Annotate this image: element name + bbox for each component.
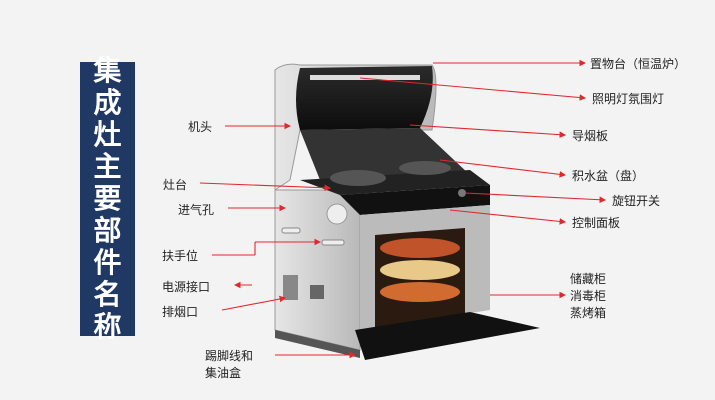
label-power: 电源接口 — [162, 280, 211, 294]
handle-bar-front — [321, 239, 345, 246]
title-char: 要 — [93, 182, 122, 215]
food-tray-1 — [380, 238, 460, 258]
hood-glass-panel — [296, 66, 433, 130]
air-inlet-gauge — [326, 203, 348, 225]
burner-right — [399, 161, 451, 175]
label-oven: 蒸烤箱 — [570, 306, 607, 320]
kick-line — [275, 330, 360, 358]
label-disinfection: 消毒柜 — [570, 289, 607, 303]
title-char: 件 — [93, 246, 122, 279]
vent-slot — [310, 285, 324, 299]
knob-icon — [458, 189, 466, 197]
title-char: 成 — [93, 86, 122, 119]
exhaust-vent — [283, 275, 298, 300]
stove-top — [300, 170, 490, 195]
light-strip — [310, 75, 420, 80]
label-shelf: 置物台（恒温炉） — [590, 57, 687, 71]
label-drip-tray: 积水盆（盘） — [572, 169, 645, 183]
food-tray-3 — [380, 282, 460, 302]
label-kick-line-2: 集油盒 — [205, 366, 242, 380]
label-light: 照明灯氛围灯 — [592, 92, 665, 106]
control-panel-strip — [340, 185, 490, 215]
title-char: 部 — [93, 214, 122, 247]
title-char: 主 — [93, 150, 122, 183]
title-char: 集 — [93, 54, 122, 87]
label-smoke-guide: 导烟板 — [572, 129, 609, 143]
food-tray-2 — [380, 260, 460, 280]
label-storage: 储藏柜 — [570, 272, 607, 286]
oven-door — [355, 312, 540, 360]
label-kick-line-1: 踢脚线和 — [205, 349, 254, 363]
label-head: 机头 — [188, 120, 213, 134]
label-stove: 灶台 — [163, 178, 188, 192]
burner-left — [330, 170, 386, 186]
handle-bar-left — [281, 227, 301, 234]
label-control-panel: 控制面板 — [572, 216, 621, 230]
label-air-inlet: 进气孔 — [178, 203, 215, 217]
title-char: 灶 — [93, 118, 122, 151]
diagram-title: 集成灶主要部件名称 — [80, 55, 135, 343]
title-char: 名 — [93, 278, 122, 311]
label-handle: 扶手位 — [162, 249, 199, 263]
title-char: 称 — [93, 310, 122, 343]
label-knob: 旋钮开关 — [612, 194, 661, 208]
label-exhaust: 排烟口 — [162, 305, 199, 319]
leader-lines — [199, 59, 607, 359]
